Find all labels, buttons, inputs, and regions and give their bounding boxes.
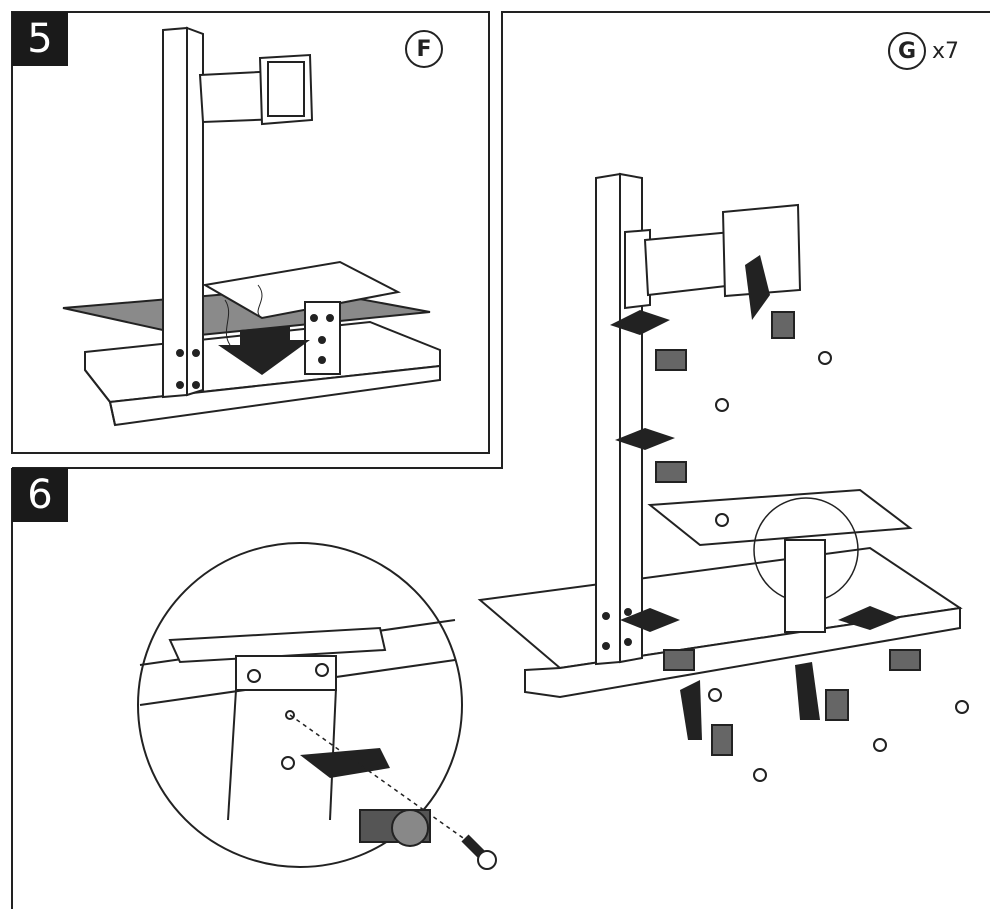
step5-part-label: F	[405, 30, 443, 68]
clamp-knob-detail	[359, 809, 431, 847]
clamp-knobs	[655, 311, 921, 756]
push-arrows	[610, 255, 900, 740]
glass-shelf-small	[202, 260, 402, 346]
step6-number: 6	[27, 472, 53, 518]
part-g-badge: G	[888, 32, 926, 70]
part-f-badge: F	[405, 30, 443, 68]
step6-badge: 6	[12, 468, 68, 522]
screws	[708, 351, 969, 782]
step5-number: 5	[27, 16, 53, 62]
detail-zoom-circle	[137, 542, 497, 870]
step5-panel	[11, 11, 490, 454]
step6-panel	[11, 11, 990, 909]
monitor-arm	[198, 53, 314, 126]
step5-badge: 5	[12, 12, 68, 66]
screw-detail	[461, 834, 497, 870]
upright-post	[162, 26, 204, 399]
monitor-arm-6	[624, 203, 802, 310]
shelf-support-bracket	[304, 301, 341, 375]
step6-part-label: G x7	[888, 32, 959, 70]
down-arrow	[218, 326, 310, 375]
glass-shelf-small-6	[647, 488, 913, 633]
part-g-quantity: x7	[932, 38, 960, 64]
